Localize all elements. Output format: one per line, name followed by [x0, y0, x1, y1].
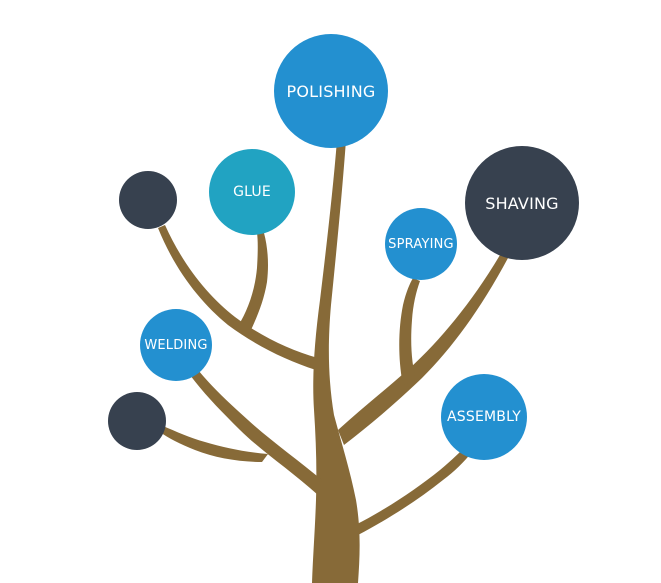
spraying-node: SPRAYING [385, 208, 457, 280]
branch-glue [238, 233, 268, 332]
unlabeled-dark-node-upper [119, 171, 177, 229]
polishing-node: POLISHING [274, 34, 388, 148]
tree-shapes [158, 140, 508, 583]
polishing-label: POLISHING [286, 81, 376, 101]
branch-dot1 [158, 225, 318, 370]
welding-node: WELDING [140, 309, 212, 381]
welding-label: WELDING [144, 337, 208, 353]
spraying-label: SPRAYING [388, 236, 454, 252]
branch-shaving [338, 255, 508, 445]
assembly-label: ASSEMBLY [447, 409, 521, 425]
assembly-node: ASSEMBLY [441, 374, 527, 460]
shaving-node: SHAVING [465, 146, 579, 260]
glue-label: GLUE [233, 184, 271, 200]
trunk [312, 140, 360, 583]
glue-node: GLUE [209, 149, 295, 235]
branch-welding [190, 370, 322, 495]
branch-dot2 [160, 426, 268, 462]
branch-spraying [399, 278, 420, 385]
unlabeled-dark-node-lower [108, 392, 166, 450]
shaving-label: SHAVING [485, 193, 559, 213]
branch-assembly [355, 446, 472, 535]
